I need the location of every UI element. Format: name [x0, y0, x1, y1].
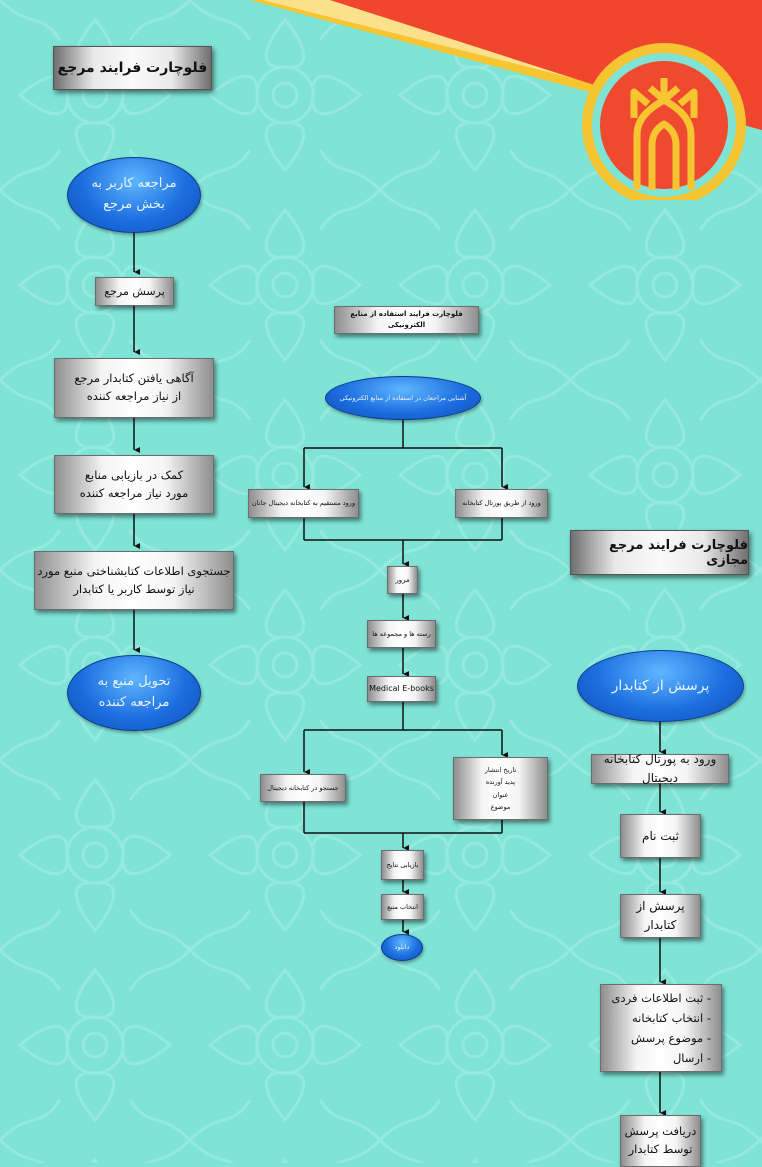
left-flow-step-search: جستجوی اطلاعات کتابشناختی منبع مورد نیاز…	[34, 551, 234, 610]
middle-flow-branch-portal: ورود از طریق پورتال کتابخانه	[455, 489, 548, 518]
middle-flow-search-fields: تاریخ انتشار پدید آورنده عنوان موضوع	[453, 757, 548, 820]
left-flow-end: تحویل منبع به مراجعه کننده	[67, 655, 201, 731]
header-banner	[250, 0, 762, 200]
right-flow-step-register: ثبت نام	[620, 814, 701, 858]
right-flow-step-receive: دریافت پرسش توسط کتابدار	[620, 1115, 701, 1167]
left-flow-step-question: پرسش مرجع	[95, 277, 174, 306]
middle-flow-results: بازیابی نتایج	[381, 850, 424, 880]
university-emblem-icon	[582, 43, 746, 200]
middle-flow-collections: رسته ها و مجموعه ها	[367, 620, 436, 648]
right-flow-step-portal: ورود به پورتال کتابخانه دیجیتال	[591, 752, 729, 785]
left-flow-title: فلوچارت فرایند مرجع	[53, 46, 212, 90]
left-flow-step-retrieval: کمک در بازیابی منابع مورد نیاز مراجعه کن…	[54, 455, 214, 514]
middle-flow-branch-direct: ورود مستقیم به کتابخانه دیجیتال جانان	[248, 489, 359, 518]
middle-flow-start: آشنایی مراجعان در استفاده از منابع الکتر…	[325, 376, 481, 420]
left-flow-start: مراجعه کاربر به بخش مرجع	[67, 157, 201, 233]
right-flow-title: فلوچارت فرایند مرجع مجازی	[570, 530, 749, 575]
middle-flow-ebooks: Medical E-books	[367, 676, 436, 702]
right-flow-step-ask: پرسش از کتابدار	[620, 894, 701, 938]
middle-flow-end: دانلود	[381, 934, 423, 961]
middle-flow-browse: مرور	[387, 566, 418, 594]
right-flow-step-details: - ثبت اطلاعات فردی - انتخاب کتابخانه - م…	[600, 984, 722, 1072]
left-flow-step-awareness: آگاهی یافتن کتابدار مرجع از نیاز مراجعه …	[54, 358, 214, 418]
middle-flow-search-library: جستجو در کتابخانه دیجیتال	[260, 774, 346, 802]
right-flow-start: پرسش از کتابدار	[577, 650, 744, 722]
middle-flow-select: انتخاب منبع	[381, 894, 424, 920]
middle-flow-title: فلوچارت فرایند استفاده از منابع الکترونی…	[334, 306, 479, 334]
